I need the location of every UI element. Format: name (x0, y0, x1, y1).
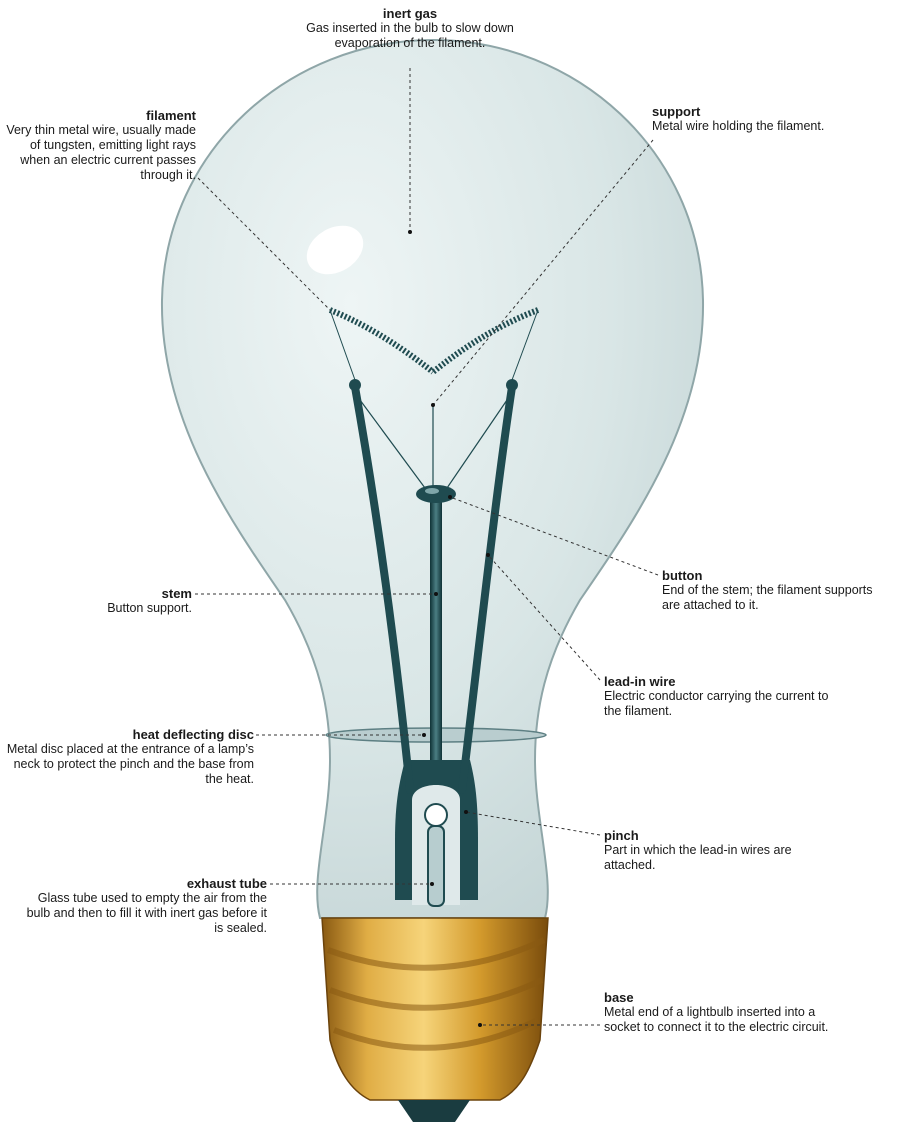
label-lead-in-wire: lead-in wire Electric conductor carrying… (604, 674, 844, 719)
lead-in-wire-desc: Electric conductor carrying the current … (604, 689, 844, 719)
label-base: base Metal end of a lightbulb inserted i… (604, 990, 844, 1035)
label-support: support Metal wire holding the filament. (652, 104, 892, 134)
label-inert-gas: inert gas Gas inserted in the bulb to sl… (280, 6, 540, 51)
filament-title: filament (0, 108, 196, 123)
button-title: button (662, 568, 894, 583)
pinch-desc: Part in which the lead-in wires are atta… (604, 843, 824, 873)
support-title: support (652, 104, 892, 119)
label-filament: filament Very thin metal wire, usually m… (0, 108, 196, 183)
inert-gas-title: inert gas (280, 6, 540, 21)
exhaust-tube-shape (428, 826, 444, 906)
stem-desc: Button support. (60, 601, 192, 616)
label-stem: stem Button support. (60, 586, 192, 616)
stem-shape (430, 500, 442, 760)
exhaust-tube-desc: Glass tube used to empty the air from th… (20, 891, 267, 936)
pinch-title: pinch (604, 828, 824, 843)
exhaust-tube-title: exhaust tube (20, 876, 267, 891)
stem-title: stem (60, 586, 192, 601)
support-desc: Metal wire holding the filament. (652, 119, 892, 134)
label-pinch: pinch Part in which the lead-in wires ar… (604, 828, 824, 873)
button-desc: End of the stem; the filament supports a… (662, 583, 894, 613)
base-desc: Metal end of a lightbulb inserted into a… (604, 1005, 844, 1035)
label-heat-deflecting-disc: heat deflecting disc Metal disc placed a… (2, 727, 254, 787)
label-button: button End of the stem; the filament sup… (662, 568, 894, 613)
button-shape (416, 485, 456, 503)
lead-in-wire-title: lead-in wire (604, 674, 844, 689)
heat-deflecting-disc-desc: Metal disc placed at the entrance of a l… (2, 742, 254, 787)
label-exhaust-tube: exhaust tube Glass tube used to empty th… (20, 876, 267, 936)
heat-deflecting-disc-title: heat deflecting disc (2, 727, 254, 742)
filament-desc: Very thin metal wire, usually made of tu… (0, 123, 196, 183)
inert-gas-desc: Gas inserted in the bulb to slow down ev… (280, 21, 540, 51)
base-title: base (604, 990, 844, 1005)
